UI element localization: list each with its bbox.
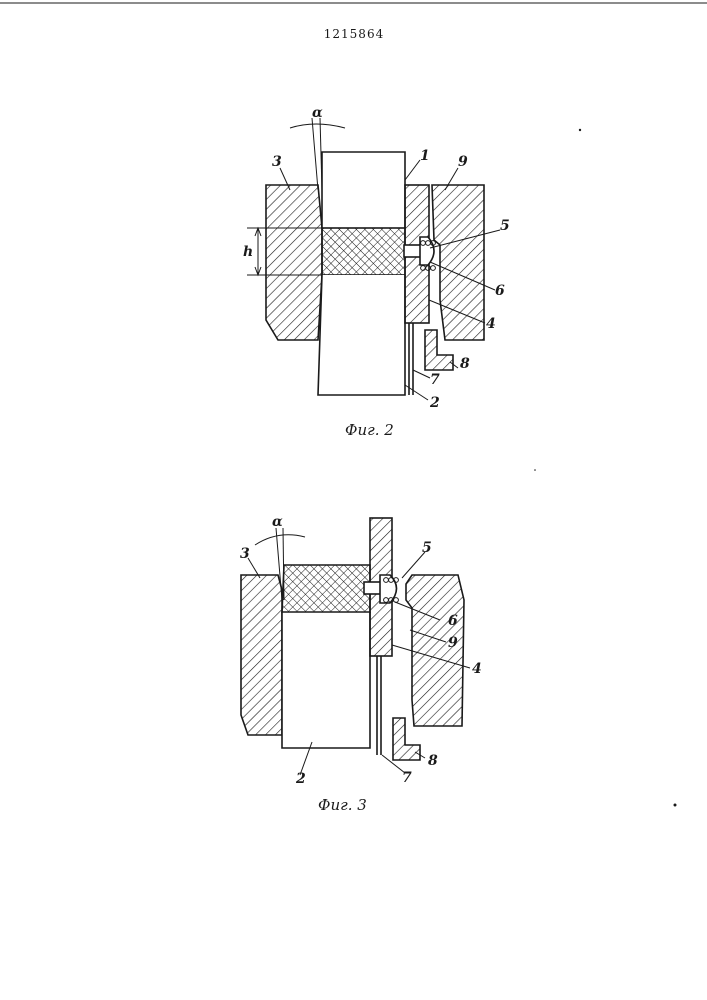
fig2-label-6: 6 <box>495 283 505 299</box>
fig3-alpha-label: α <box>272 514 283 530</box>
fig3-label-9: 9 <box>448 635 458 651</box>
fig2-part-3-housing <box>266 185 322 340</box>
fig3-label-4: 4 <box>472 661 482 677</box>
fig2-label-8: 8 <box>460 356 470 372</box>
fig2-label-7: 7 <box>430 372 440 388</box>
fig2-label-2: 2 <box>429 395 440 411</box>
fig2-angle-arc <box>290 124 345 128</box>
fig2-caption: Фиг. 2 <box>345 421 394 439</box>
fig2-label-3: 3 <box>272 154 282 170</box>
fig2-part-9-housing <box>432 185 484 340</box>
fig2-angle-line-a <box>312 118 318 190</box>
fig3-caption: Фиг. 3 <box>318 796 367 814</box>
fig2-alpha-label: α <box>312 105 323 121</box>
fig2-label-5: 5 <box>500 218 510 234</box>
figure-3: α 3 5 6 9 4 8 7 <box>240 514 482 814</box>
fig3-part-2-shaft <box>282 612 370 748</box>
fig3-label-5: 5 <box>422 540 432 556</box>
fig3-angle-arc <box>255 535 305 545</box>
scan-specks <box>534 129 676 807</box>
fig3-label-3: 3 <box>240 546 250 562</box>
fig2-height-label: h <box>243 244 253 260</box>
fig3-insert <box>282 565 370 612</box>
fig2-part-2-lower-shaft <box>318 275 405 395</box>
fig2-part-1-upper-shaft <box>322 152 405 228</box>
figure-2: h α 3 <box>243 105 510 439</box>
fig3-label-7: 7 <box>402 770 412 786</box>
fig2-label-9: 9 <box>458 154 468 170</box>
patent-number: 1215864 <box>324 27 384 41</box>
fig3-label-2: 2 <box>295 771 306 787</box>
fig3-label-6: 6 <box>448 613 458 629</box>
fig3-label-8: 8 <box>428 753 438 769</box>
fig3-part-3-housing <box>241 575 282 735</box>
fig2-insert <box>322 228 405 275</box>
fig2-label-4: 4 <box>486 316 496 332</box>
fig2-label-1: 1 <box>420 148 430 164</box>
